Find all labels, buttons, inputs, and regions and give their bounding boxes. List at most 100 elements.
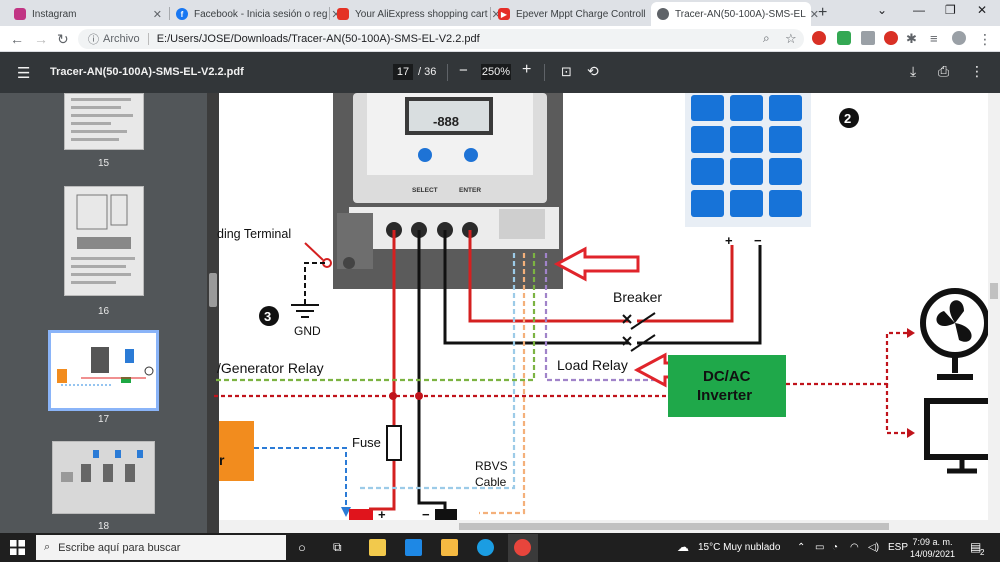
more-options-icon[interactable]: ⋮ xyxy=(970,63,984,79)
battery-icon[interactable]: ▭ xyxy=(815,542,825,553)
taskbar-search-input[interactable]: ⌕ Escribe aquí para buscar xyxy=(36,535,286,560)
opera-icon[interactable] xyxy=(884,31,898,45)
clock[interactable]: 7:09 a. m. 14/09/2021 xyxy=(910,536,955,560)
zoom-in-icon[interactable]: + xyxy=(522,61,532,78)
language-indicator[interactable]: ESP xyxy=(888,542,909,553)
close-icon[interactable]: ✕ xyxy=(152,8,162,21)
tray-chevron-icon[interactable]: ⌃ xyxy=(797,542,806,553)
cable-label: Cable xyxy=(475,475,507,489)
grounding-terminal-label: ding Terminal xyxy=(217,227,291,241)
task-view-icon[interactable]: ⧉ xyxy=(333,540,342,554)
horizontal-scrollbar[interactable] xyxy=(219,520,988,533)
pv-minus-label: − xyxy=(754,233,762,248)
battery-minus-label: − xyxy=(422,507,430,522)
tab-facebook[interactable]: f Facebook - Inicia sesión o reg ✕ xyxy=(170,2,341,26)
youtube-icon: ▶ xyxy=(498,8,510,20)
back-icon[interactable]: ← xyxy=(10,31,24,47)
charge-controller: -888 SELECT ENTER xyxy=(333,93,563,289)
minimize-icon[interactable]: — xyxy=(913,3,925,17)
tab-instagram[interactable]: Instagram ✕ xyxy=(8,2,168,26)
vertical-scrollbar[interactable] xyxy=(988,93,1000,533)
zoom-icon[interactable]: ⌕ xyxy=(763,31,770,45)
thumbnail-page-current[interactable] xyxy=(48,330,159,411)
close-icon[interactable]: ✕ xyxy=(491,8,501,21)
weather-text[interactable]: 15°C Muy nublado xyxy=(698,542,781,553)
thumbnail-page[interactable] xyxy=(64,93,144,150)
search-placeholder: Escribe aquí para buscar xyxy=(58,541,181,554)
tab-label: Instagram xyxy=(32,8,77,20)
fuse-label: Fuse xyxy=(352,435,381,450)
puzzle-icon[interactable]: ✱ xyxy=(906,31,917,46)
close-window-icon[interactable]: ✕ xyxy=(977,3,988,17)
close-icon[interactable]: ✕ xyxy=(331,8,340,21)
info-icon[interactable]: ⓘ xyxy=(88,34,99,46)
mail-icon[interactable] xyxy=(405,539,422,556)
thumbnail-number: 18 xyxy=(97,521,110,532)
zoom-out-icon[interactable]: − xyxy=(459,62,468,79)
marker-2 xyxy=(839,108,859,128)
select-label: SELECT xyxy=(412,187,438,194)
store-icon[interactable] xyxy=(369,539,386,556)
rotate-icon[interactable]: ⟲ xyxy=(587,63,599,79)
tab-pdf-active[interactable]: Tracer-AN(50-100A)-SMS-EL ✕ xyxy=(651,2,819,26)
forward-icon[interactable]: → xyxy=(34,31,48,47)
notification-count: 2 xyxy=(980,548,985,557)
cloud-icon: ☁ xyxy=(677,540,689,554)
address-bar[interactable]: ⓘ Archivo E:/Users/JOSE/Downloads/Tracer… xyxy=(78,29,804,49)
thumbnail-number: 16 xyxy=(97,306,110,317)
globe-icon xyxy=(657,8,669,20)
gnd-label: GND xyxy=(294,324,321,338)
volume-icon[interactable]: ◁) xyxy=(868,542,880,553)
avatar[interactable] xyxy=(952,31,966,45)
pv-plus-label: + xyxy=(725,233,733,248)
tab-label: Tracer-AN(50-100A)-SMS-EL xyxy=(675,8,806,20)
breaker-label: Breaker xyxy=(613,289,662,305)
page-number-input[interactable]: 17 xyxy=(393,64,413,80)
marker-3-label: 3 xyxy=(264,309,271,324)
bookmark-star-icon[interactable]: ☆ xyxy=(785,31,797,46)
tab-search-icon[interactable]: ⌄ xyxy=(877,3,888,17)
sidebar-scrollbar[interactable] xyxy=(207,93,219,533)
reading-list-icon[interactable]: ≡ xyxy=(930,31,938,46)
wifi-icon[interactable]: ◠ xyxy=(850,542,859,553)
thumbnail-number: 17 xyxy=(97,414,110,425)
edge-icon[interactable] xyxy=(477,539,494,556)
zoom-level-input[interactable]: 250% xyxy=(481,64,511,80)
clock-date: 14/09/2021 xyxy=(910,549,956,559)
tab-aliexpress[interactable]: Your AliExpress shopping cart ✕ xyxy=(331,2,501,26)
toolbar: ← → ↻ ⓘ Archivo E:/Users/JOSE/Downloads/… xyxy=(0,26,1000,52)
thumbnail-number: 15 xyxy=(97,158,110,169)
notification-icon[interactable]: ▤ xyxy=(970,540,982,554)
fit-page-icon[interactable]: ⊡ xyxy=(561,64,572,79)
close-icon[interactable]: ✕ xyxy=(809,8,819,21)
hamburger-menu-icon[interactable]: ☰ xyxy=(17,65,31,82)
thumbnail-page[interactable] xyxy=(64,186,144,296)
chrome-icon xyxy=(514,539,531,556)
solar-panel: + − xyxy=(685,93,811,248)
new-tab-icon[interactable]: + xyxy=(818,4,828,21)
battery-plus-label: + xyxy=(378,507,386,522)
file-explorer-icon[interactable] xyxy=(441,539,458,556)
restore-icon[interactable]: ❐ xyxy=(945,3,956,17)
windows-start-icon[interactable] xyxy=(10,540,25,555)
battery-box xyxy=(219,421,254,481)
chrome-menu-icon[interactable]: ⋮ xyxy=(978,31,992,47)
tab-label: Your AliExpress shopping cart xyxy=(355,8,488,20)
tab-strip: Instagram ✕ f Facebook - Inicia sesión o… xyxy=(0,0,1000,26)
extension-red-icon[interactable] xyxy=(812,31,826,45)
address-url: E:/Users/JOSE/Downloads/Tracer-AN(50-100… xyxy=(156,33,480,45)
thumbnail-page[interactable] xyxy=(52,441,155,514)
network-icon[interactable]: ◔ xyxy=(832,542,839,553)
arrow-icon xyxy=(553,246,640,282)
fuse xyxy=(386,425,402,461)
extension-gray-icon[interactable] xyxy=(861,31,875,45)
tab-youtube[interactable]: ▶ Epever Mppt Charge Controll ✕ xyxy=(492,2,659,26)
cortana-icon[interactable]: ○ xyxy=(298,540,306,555)
reload-icon[interactable]: ↻ xyxy=(57,31,69,47)
tab-label: Epever Mppt Charge Controll xyxy=(516,8,646,20)
lcd-display: -888 xyxy=(433,114,459,129)
shield-icon[interactable] xyxy=(837,31,851,45)
download-icon[interactable]: ⤓ xyxy=(910,63,917,79)
print-icon[interactable]: ⎙ xyxy=(938,63,950,79)
pdf-page-view: -888 SELECT ENTER + − xyxy=(214,93,1000,522)
